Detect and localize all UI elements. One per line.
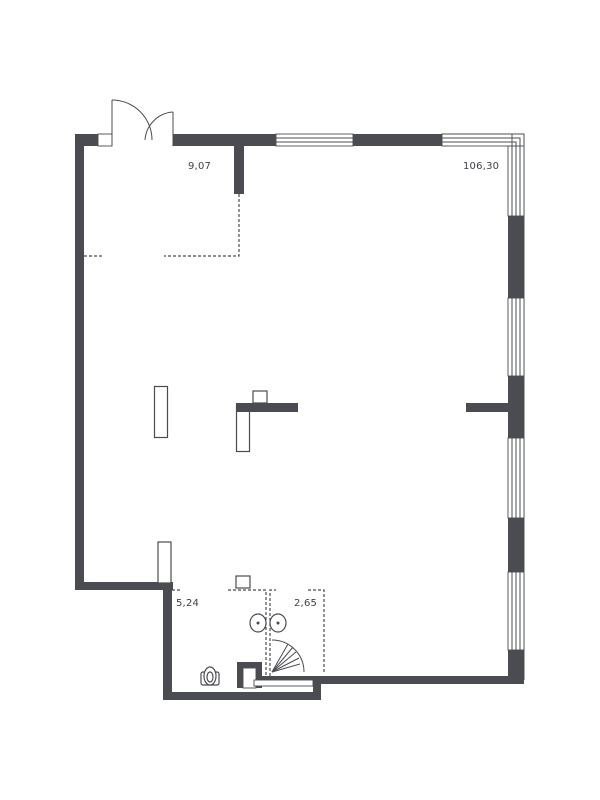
east-pier-2 [508,376,524,438]
south-wall [248,676,524,684]
outer-walls [75,134,524,700]
entrance-partition [234,146,244,194]
area-label-shower: 2,65 [294,598,318,609]
column-2-wall [236,403,298,412]
shaft-1 [252,390,268,404]
south-west-wall [75,582,173,590]
bathroom-dashed-partition [228,589,267,676]
window-north-2 [441,133,513,147]
north-wall-segment-1 [173,134,276,146]
area-label-bathroom: 5,24 [176,598,200,609]
window-north-door-side [97,133,113,147]
north-wall-left-stub [75,134,98,146]
shaft-2 [235,575,251,589]
column-2 [235,404,251,453]
window-north-1 [275,133,354,147]
east-partition-stub [466,403,512,412]
toilet-fixture [200,666,220,686]
east-pier-1 [508,216,524,298]
bathroom-west-wall [163,582,172,700]
wet-zone [172,575,325,689]
column-1 [153,385,169,439]
entrance-door [111,99,174,146]
east-pier-4 [508,650,524,684]
column-3 [157,541,172,584]
north-wall-segment-2 [353,134,442,146]
shower-fixture [271,639,305,673]
east-pier-3 [508,518,524,572]
columns [153,385,298,584]
interior-walls [84,146,512,412]
washbasin-fixtures [249,613,287,633]
bathroom-threshold [253,679,314,687]
area-label-main-hall: 106,30 [463,161,500,172]
north-windows [97,133,513,147]
area-label-entrance: 9,07 [188,161,212,172]
east-windows [442,133,525,684]
bathroom-south-step [313,676,321,700]
west-wall [75,134,84,590]
entrance-dashed-boundary [164,194,240,257]
bathroom-south-wall [163,692,321,700]
shower-dashed-partition [308,589,325,672]
